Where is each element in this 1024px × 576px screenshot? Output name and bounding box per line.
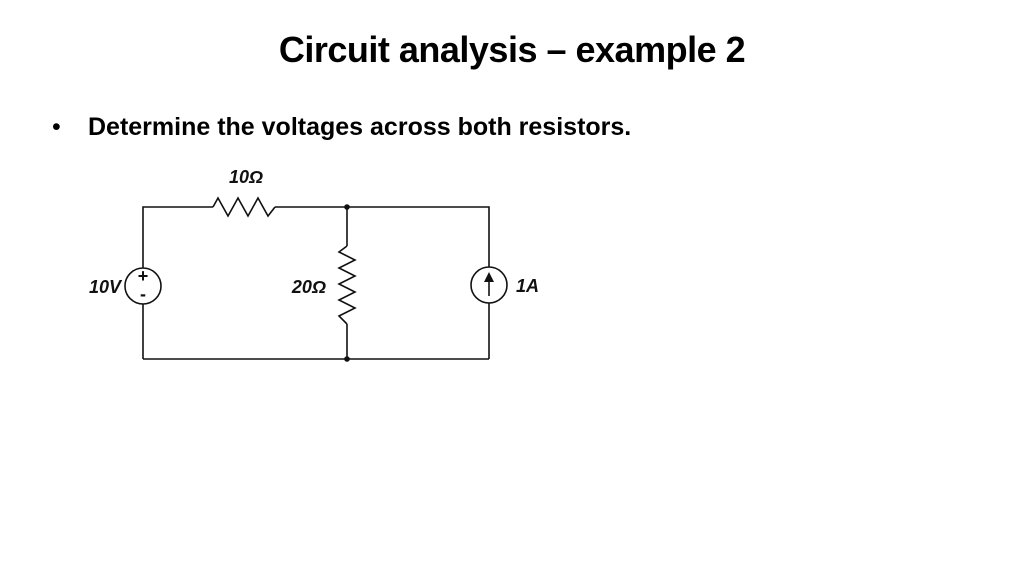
bullet-item: • Determine the voltages across both resi… (52, 110, 631, 144)
voltage-source-plus: + (138, 266, 149, 286)
current-source-label: 1A (516, 276, 539, 296)
bullet-dot-icon: • (52, 113, 61, 141)
current-arrow-head-icon (484, 272, 494, 282)
junction-node-top (344, 204, 350, 210)
junction-node-bottom (344, 356, 350, 362)
shunt-resistor (337, 245, 357, 325)
shunt-resistor-label: 20Ω (291, 277, 326, 297)
slide-title: Circuit analysis – example 2 (278, 29, 746, 70)
wire-left-top (142, 206, 213, 268)
bullet-text: Determine the voltages across both resis… (88, 113, 632, 141)
wire-top-right (275, 206, 490, 267)
series-resistor-label: 10Ω (229, 167, 263, 187)
voltage-source: + - (124, 266, 162, 305)
series-resistor (212, 196, 276, 218)
current-source (470, 266, 508, 304)
voltage-source-label: 10V (89, 277, 123, 297)
voltage-source-minus: - (140, 284, 146, 304)
